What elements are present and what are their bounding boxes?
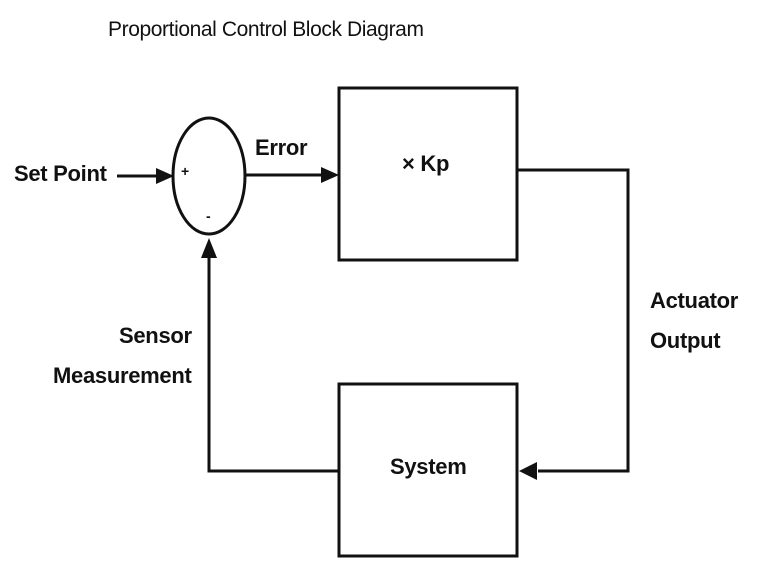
sensor-measurement-label-line1: Sensor bbox=[119, 323, 193, 348]
system-label: System bbox=[390, 454, 466, 479]
sensor-feedback-arrowhead bbox=[201, 238, 217, 258]
set-point-arrowhead bbox=[156, 168, 174, 184]
set-point-label: Set Point bbox=[14, 161, 108, 186]
sensor-feedback-line bbox=[207, 258, 339, 473]
gain-label: × Kp bbox=[402, 151, 449, 176]
error-arrowhead bbox=[321, 167, 339, 183]
sensor-measurement-label-line2: Measurement bbox=[53, 363, 193, 388]
minus-sign: - bbox=[206, 208, 211, 224]
actuator-output-line bbox=[517, 168, 630, 473]
diagram-title: Proportional Control Block Diagram bbox=[108, 18, 424, 41]
error-label: Error bbox=[255, 135, 308, 160]
actuator-output-arrowhead bbox=[519, 462, 537, 480]
actuator-output-label-line2: Output bbox=[650, 328, 721, 353]
gain-block bbox=[337, 86, 519, 262]
plus-sign: + bbox=[181, 163, 189, 179]
actuator-output-label-line1: Actuator bbox=[650, 288, 739, 313]
